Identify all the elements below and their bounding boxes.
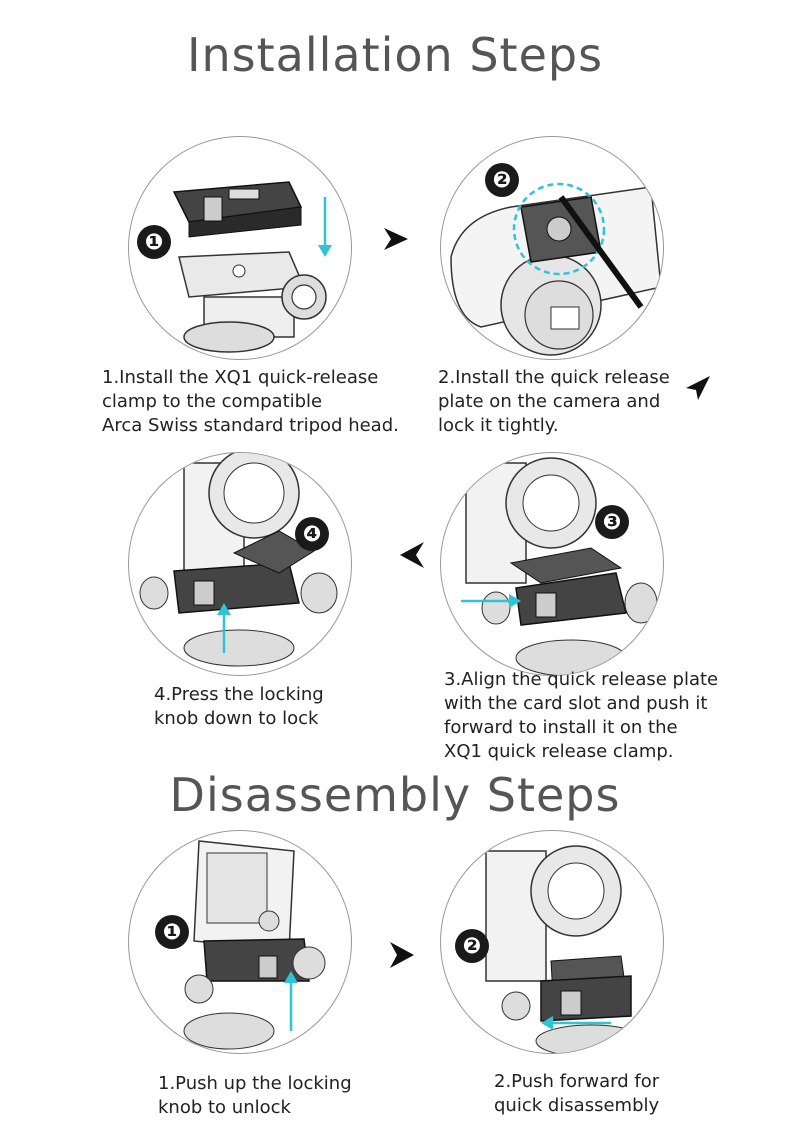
install-step-4-image: ❹ <box>128 452 352 676</box>
caption-line: XQ1 quick release clamp. <box>444 741 674 762</box>
step-2-badge: ❷ <box>485 163 519 197</box>
caption-line: quick disassembly <box>494 1095 660 1116</box>
arrow-right-icon <box>382 226 410 256</box>
caption-line: 2.Install the quick release <box>438 367 670 388</box>
caption-line: knob to unlock <box>158 1097 291 1118</box>
caption-line: knob down to lock <box>154 708 319 729</box>
caption-line: 3.Align the quick release plate <box>444 669 719 690</box>
install-step-4-caption: 4.Press the locking knob down to lock <box>154 683 324 731</box>
caption-line: lock it tightly. <box>438 415 559 436</box>
step-4-badge: ❹ <box>295 517 329 551</box>
disassembly-step-1-image: ❶ <box>128 830 352 1054</box>
caption-line: 2.Push forward for <box>494 1071 660 1092</box>
caption-line: Arca Swiss standard tripod head. <box>102 415 399 436</box>
caption-line: forward to install it on the <box>444 717 678 738</box>
caption-line: 4.Press the locking <box>154 684 324 705</box>
arrow-down-icon <box>318 197 332 257</box>
step-1-badge: ❶ <box>137 225 171 259</box>
disassembly-title: Disassembly Steps <box>169 768 621 822</box>
step-3-badge: ❸ <box>595 505 629 539</box>
install-step-2-image: ❷ <box>440 136 664 360</box>
install-step-3-image: ❸ <box>440 452 664 676</box>
install-step-3-caption: 3.Align the quick release plate with the… <box>444 668 718 764</box>
install-step-2-caption: 2.Install the quick release plate on the… <box>438 366 670 438</box>
arrow-right-icon <box>388 940 416 974</box>
caption-line: with the card slot and push it <box>444 693 708 714</box>
disassembly-step-1-badge: ❶ <box>155 915 189 949</box>
arrow-left-icon <box>398 540 426 574</box>
install-step-1-image: ❶ <box>128 136 352 360</box>
caption-line: 1.Push up the locking <box>158 1073 352 1094</box>
arrow-down-left-icon <box>684 372 712 406</box>
installation-title: Installation Steps <box>186 28 604 82</box>
disassembly-step-2-image: ❷ <box>440 830 664 1054</box>
disassembly-step-2-caption: 2.Push forward for quick disassembly <box>494 1070 659 1118</box>
caption-line: plate on the camera and <box>438 391 661 412</box>
disassembly-step-1-caption: 1.Push up the locking knob to unlock <box>158 1072 352 1120</box>
disassembly-step-2-badge: ❷ <box>455 929 489 963</box>
install-step-1-caption: 1.Install the XQ1 quick-release clamp to… <box>102 366 399 438</box>
caption-line: 1.Install the XQ1 quick-release <box>102 367 379 388</box>
caption-line: clamp to the compatible <box>102 391 323 412</box>
